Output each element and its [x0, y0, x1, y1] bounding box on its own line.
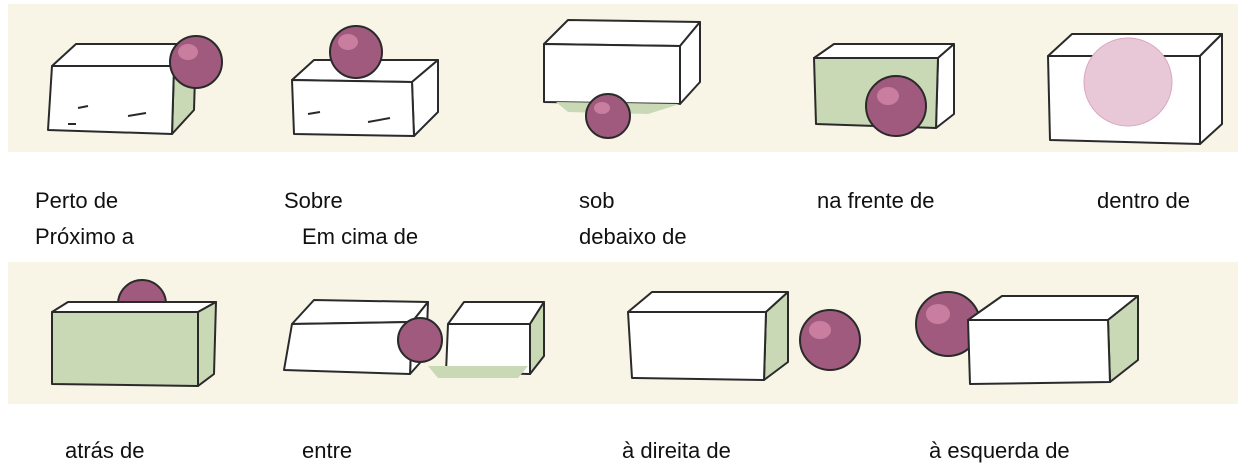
illustration-strip-bottom — [8, 262, 1238, 404]
illustration-strip-top — [8, 4, 1238, 152]
front-illustration — [813, 43, 955, 137]
label-a-esquerda-de: à esquerda de — [929, 438, 1070, 463]
inside-illustration — [1047, 33, 1223, 145]
label-sobre: Sobre — [284, 188, 343, 213]
label-proximo-a: Próximo a — [35, 224, 135, 249]
label-na-frente-de: na frente de — [817, 188, 935, 213]
label-entre: entre — [302, 438, 353, 463]
illustrations-bottom — [51, 279, 1139, 387]
near-illustration — [47, 35, 223, 135]
label-atras-de: atrás de — [65, 438, 145, 463]
label-em-cima-de: Em cima de — [302, 224, 419, 249]
under-illustration — [543, 19, 701, 139]
label-debaixo-de: debaixo de — [579, 224, 687, 249]
behind-illustration — [51, 279, 217, 387]
between-illustration — [283, 299, 545, 378]
illustrations-top — [47, 19, 1223, 145]
label-perto-de: Perto de — [35, 188, 119, 213]
label-dentro-de: dentro de — [1097, 188, 1190, 213]
left-illustration — [915, 291, 1139, 385]
label-a-direita-de: à direita de — [622, 438, 731, 463]
right-illustration — [627, 291, 861, 381]
label-sob: sob — [579, 188, 615, 213]
on-illustration — [291, 25, 439, 137]
